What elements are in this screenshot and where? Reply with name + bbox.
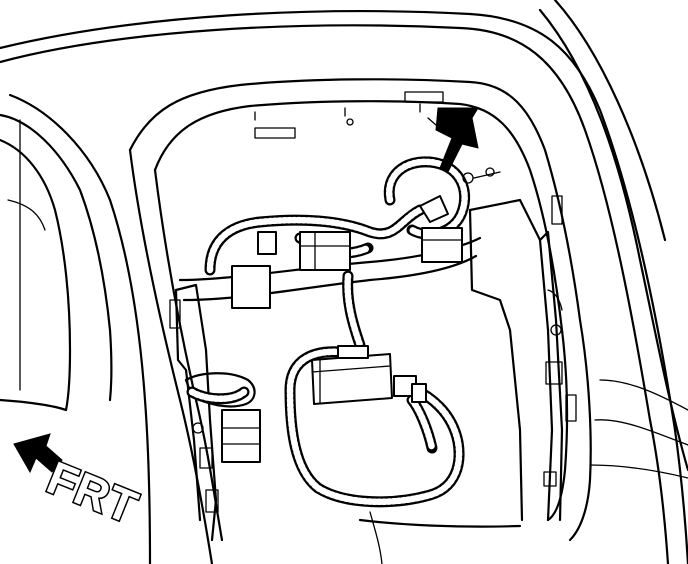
- left-trim-panel: [0, 93, 152, 564]
- callout-arrow: [427, 107, 479, 173]
- lower-harness-loop: [284, 270, 465, 508]
- frt-label: FRT: [40, 451, 145, 534]
- upper-harness: [178, 156, 501, 309]
- front-direction-indicator: FRT: [13, 433, 147, 535]
- left-bracket: [169, 283, 261, 542]
- front-arrow-icon: [13, 433, 63, 474]
- right-bracket: [468, 195, 577, 522]
